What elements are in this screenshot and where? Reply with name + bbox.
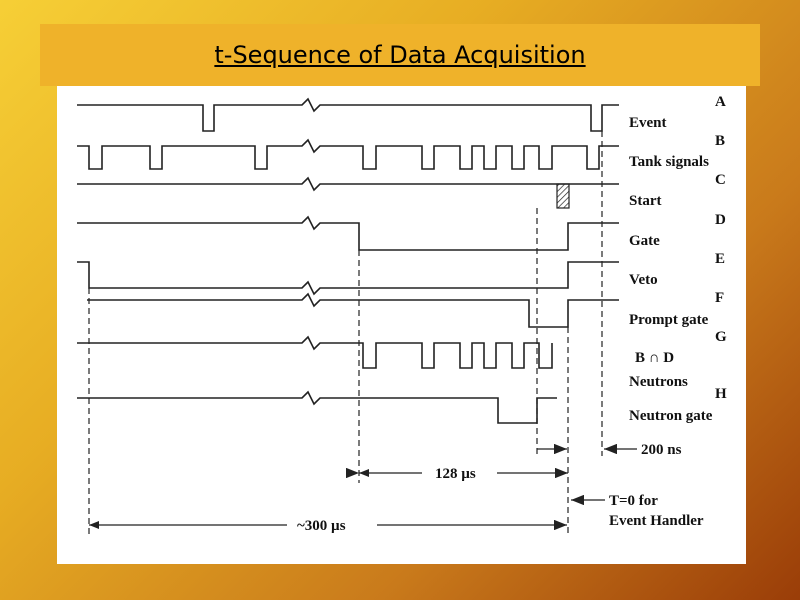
waveform-f xyxy=(87,292,619,328)
waveform-g xyxy=(77,335,553,369)
start-pulse-marker xyxy=(556,183,570,209)
label-veto: Veto xyxy=(629,272,658,288)
label-t0-line1: T=0 for xyxy=(609,493,658,509)
letter-d: D xyxy=(715,212,726,228)
label-event: Event xyxy=(629,115,667,131)
label-neutrons: Neutrons xyxy=(629,374,688,390)
waveform-b xyxy=(77,138,619,170)
label-prompt-gate: Prompt gate xyxy=(629,312,709,328)
label-neutron-gate: Neutron gate xyxy=(629,408,713,424)
label-gate: Gate xyxy=(629,233,660,249)
title-bar: t-Sequence of Data Acquisition xyxy=(40,24,760,86)
slide-title: t-Sequence of Data Acquisition xyxy=(214,41,586,69)
label-300us: ~300 µs xyxy=(297,518,346,534)
letter-e: E xyxy=(715,251,725,267)
timing-diagram: 128 µs 200 ns ~300 µs T=0 for Event Hand… xyxy=(77,94,727,534)
label-tank-signals: Tank signals xyxy=(629,154,709,170)
waveform-h xyxy=(77,390,557,424)
letter-a: A xyxy=(715,94,726,110)
letter-h: H xyxy=(715,386,727,402)
letter-g: G xyxy=(715,329,727,345)
waveform-a xyxy=(77,97,619,132)
label-t0-line2: Event Handler xyxy=(609,513,704,529)
letter-b: B xyxy=(715,133,725,149)
waveform-c xyxy=(77,176,619,192)
label-128us: 128 µs xyxy=(435,466,476,482)
letter-c: C xyxy=(715,172,726,188)
letter-f: F xyxy=(715,290,724,306)
waveform-e xyxy=(77,261,619,296)
label-start: Start xyxy=(629,193,662,209)
timing-diagram-panel: 128 µs 200 ns ~300 µs T=0 for Event Hand… xyxy=(57,86,746,564)
label-b-and-d: B ∩ D xyxy=(635,350,674,366)
label-200ns: 200 ns xyxy=(641,442,682,458)
waveform-d xyxy=(77,215,619,251)
